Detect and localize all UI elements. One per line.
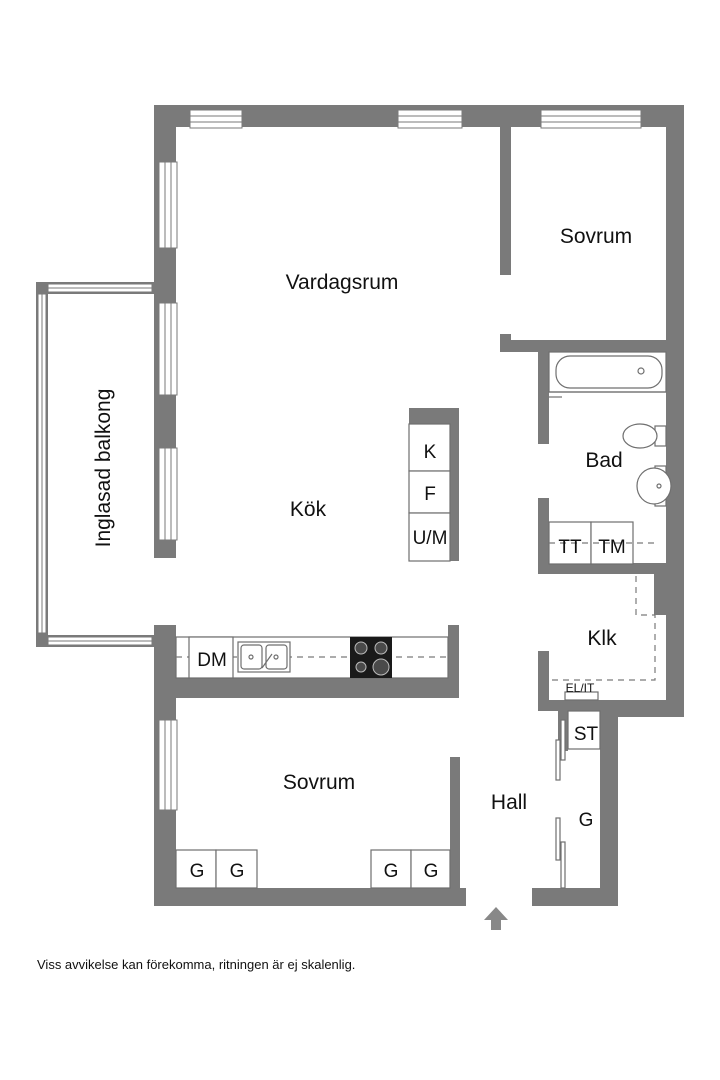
- wall-klk-bottom: [538, 700, 618, 711]
- label-sovrum-bottom: Sovrum: [283, 771, 355, 794]
- label-tm: TM: [598, 537, 625, 558]
- island-side: [450, 408, 459, 561]
- footnote: Viss avvikelse kan förekomma, ritningen …: [37, 957, 356, 972]
- wall-bath-bottom: [538, 563, 666, 574]
- room-labels: Vardagsrum Kök Sovrum Sovrum Bad Klk Hal…: [92, 225, 632, 814]
- wall-right-upper: [666, 105, 684, 717]
- wardrobe-3: [370, 849, 412, 889]
- wall-bath-left-upper: [538, 340, 549, 444]
- electrical-panel: [564, 691, 599, 701]
- window-top-2: [397, 109, 463, 129]
- wall-bath-left-lower: [538, 498, 549, 573]
- kitchen-counter: [175, 636, 449, 679]
- bathtub-basin: [555, 355, 663, 389]
- label-island-k: K: [424, 442, 437, 463]
- label-sovrum-top: Sovrum: [560, 225, 632, 248]
- label-dishwasher: DM: [197, 650, 227, 671]
- wall-bedroom-top-left: [500, 127, 511, 275]
- sink-icon: [636, 467, 672, 505]
- bathroom-fixtures: [548, 351, 672, 507]
- label-hall-wardrobe: G: [579, 810, 594, 831]
- label-wardrobe-1: G: [190, 861, 205, 882]
- storage-cabinet: [567, 710, 601, 750]
- wardrobe-2: [215, 849, 258, 889]
- window-left-1: [158, 161, 178, 249]
- dishwasher: [188, 636, 234, 679]
- toilet-icon: [622, 423, 658, 449]
- label-el-it: EL/IT: [566, 681, 595, 695]
- wall-klk-left: [538, 651, 549, 711]
- sliding-door-2: [560, 719, 566, 761]
- wall-right-step: [600, 700, 684, 717]
- island-wall: [409, 408, 459, 424]
- windows: [37, 109, 642, 811]
- hall-fixtures: [555, 710, 601, 889]
- wall-klk-right-stub: [654, 563, 666, 615]
- island-oven-micro: [408, 512, 451, 562]
- window-top-1: [189, 109, 243, 129]
- entrance-arrow-icon: [484, 907, 508, 930]
- bedroom-wardrobes: [175, 849, 451, 889]
- wall-bedroom-bottom-right: [450, 757, 460, 888]
- sliding-door-4: [560, 841, 566, 889]
- window-top-3: [540, 109, 642, 129]
- window-left-2: [158, 302, 178, 396]
- island-freezer: [408, 470, 451, 514]
- label-wardrobe-3: G: [384, 861, 399, 882]
- laundry-units: [548, 521, 654, 565]
- sliding-door-1: [555, 739, 561, 781]
- kitchen-island: [408, 423, 451, 562]
- sink-drain: [656, 483, 662, 489]
- label-wardrobe-4: G: [424, 861, 439, 882]
- wall-bottom-right: [532, 888, 618, 906]
- wall-kitchen-bottom: [154, 678, 459, 698]
- window-left-4: [158, 719, 178, 811]
- label-bad: Bad: [585, 449, 622, 472]
- label-wardrobe-2: G: [230, 861, 245, 882]
- wardrobe-1: [175, 849, 217, 889]
- window-left-3: [158, 447, 178, 541]
- label-island-f: F: [424, 484, 436, 505]
- wall-kitchen-right: [448, 625, 459, 698]
- label-balkong: Inglasad balkong: [92, 389, 115, 548]
- fixture-labels: K F U/M DM TT TM EL/IT ST G G G G G: [190, 442, 626, 882]
- wall-right-lower: [600, 700, 618, 906]
- closet-lines: [549, 576, 656, 701]
- label-klk: Klk: [587, 627, 617, 650]
- label-kok: Kök: [290, 498, 327, 521]
- label-hall: Hall: [491, 791, 527, 814]
- label-st: ST: [574, 724, 599, 745]
- sliding-door-3: [555, 817, 561, 861]
- wardrobe-4: [410, 849, 451, 889]
- wall-bedroom-top-bottom: [500, 340, 666, 352]
- label-island-um: U/M: [413, 528, 448, 549]
- wall-bottom-left: [154, 888, 466, 906]
- label-vardagsrum: Vardagsrum: [286, 271, 399, 294]
- bathtub-drain: [637, 367, 645, 375]
- label-tt: TT: [558, 537, 582, 558]
